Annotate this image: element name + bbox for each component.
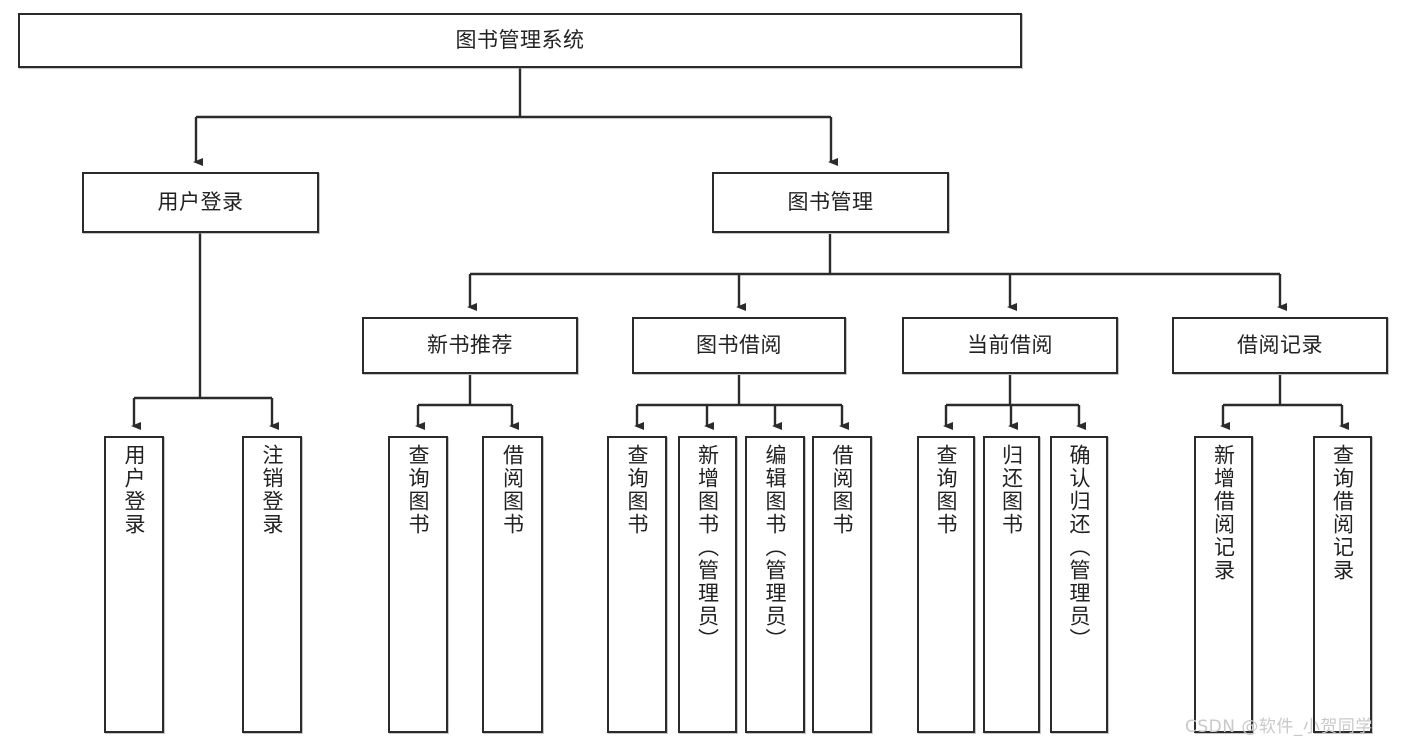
- leaf-borrow-borrow-book[interactable]: 借阅图书: [812, 436, 872, 733]
- node-label: 查询图书: [406, 444, 431, 536]
- leaf-current-return-book[interactable]: 归还图书: [983, 436, 1040, 733]
- node-borrow-record[interactable]: 借阅记录: [1172, 317, 1388, 374]
- node-label: 当前借阅: [967, 333, 1053, 358]
- node-label: 新书推荐: [427, 333, 513, 358]
- leaf-current-confirm-return-admin[interactable]: 确认归还（管理员）: [1050, 436, 1108, 733]
- node-label: 新增借阅记录: [1211, 444, 1236, 582]
- leaf-user-login-login[interactable]: 用户登录: [104, 436, 164, 733]
- node-label: 用户登录: [157, 190, 244, 215]
- node-book-management[interactable]: 图书管理: [712, 172, 949, 233]
- node-label: 图书管理系统: [455, 28, 585, 53]
- leaf-user-login-logout[interactable]: 注销登录: [242, 436, 302, 733]
- node-root-system[interactable]: 图书管理系统: [18, 13, 1022, 68]
- node-label: 归还图书: [999, 444, 1024, 536]
- node-book-borrow[interactable]: 图书借阅: [632, 317, 846, 374]
- watermark: CSDN @软件_小贺同学: [1185, 717, 1373, 737]
- leaf-current-query-book[interactable]: 查询图书: [917, 436, 975, 733]
- leaf-record-query-record[interactable]: 查询借阅记录: [1313, 436, 1372, 733]
- node-label: 编辑图书（管理员）: [763, 444, 788, 651]
- leaf-record-add-record[interactable]: 新增借阅记录: [1194, 436, 1253, 733]
- node-current-borrow[interactable]: 当前借阅: [902, 317, 1118, 374]
- node-label: 图书管理: [787, 190, 874, 215]
- node-user-login[interactable]: 用户登录: [82, 172, 319, 233]
- node-label: 借阅图书: [830, 444, 855, 536]
- node-label: 借阅记录: [1237, 333, 1323, 358]
- leaf-recommend-query-book[interactable]: 查询图书: [388, 436, 448, 733]
- leaf-borrow-query-book[interactable]: 查询图书: [607, 436, 667, 733]
- node-new-book-recommend[interactable]: 新书推荐: [362, 317, 578, 374]
- leaf-borrow-add-book-admin[interactable]: 新增图书（管理员）: [678, 436, 737, 733]
- leaf-borrow-edit-book-admin[interactable]: 编辑图书（管理员）: [745, 436, 805, 733]
- node-label: 图书借阅: [696, 333, 782, 358]
- node-label: 借阅图书: [500, 444, 525, 536]
- node-label: 查询借阅记录: [1330, 444, 1355, 582]
- node-label: 注销登录: [260, 444, 285, 536]
- node-label: 查询图书: [625, 444, 650, 536]
- node-label: 查询图书: [934, 444, 959, 536]
- node-label: 确认归还（管理员）: [1067, 444, 1092, 651]
- leaf-recommend-borrow-book[interactable]: 借阅图书: [482, 436, 543, 733]
- node-label: 用户登录: [122, 444, 147, 536]
- node-label: 新增图书（管理员）: [695, 444, 720, 651]
